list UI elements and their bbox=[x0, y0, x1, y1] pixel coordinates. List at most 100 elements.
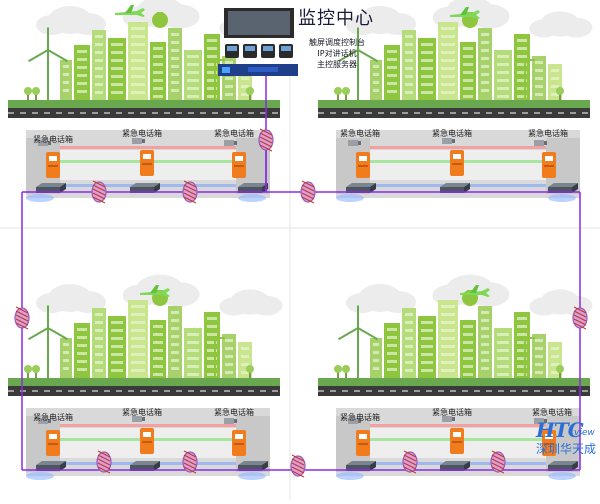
cloud bbox=[529, 19, 559, 38]
emergency-phone-box bbox=[232, 152, 246, 178]
wind-turbine-icon bbox=[28, 27, 68, 100]
fiber-converter-icon bbox=[258, 128, 274, 152]
emergency-box-label: 紧急电话箱 bbox=[340, 413, 380, 422]
camera-icon bbox=[38, 418, 51, 424]
emergency-box-label: 紧急电话箱 bbox=[432, 129, 472, 138]
network-ring bbox=[14, 76, 588, 478]
cloud bbox=[36, 15, 68, 35]
emergency-phone-box bbox=[542, 430, 556, 456]
cloud bbox=[470, 282, 510, 307]
tree-icon bbox=[24, 87, 32, 100]
emergency-box-label: 紧急电话箱 bbox=[122, 408, 162, 417]
camera-icon bbox=[348, 418, 361, 424]
fiber-converter-icon bbox=[96, 450, 112, 474]
fiber-converter-icon bbox=[402, 450, 418, 474]
cable-line-red bbox=[350, 424, 570, 427]
brand-name: 深圳华天成 bbox=[536, 442, 597, 456]
network-switch-icon bbox=[36, 183, 66, 193]
street-lamp-icon bbox=[214, 337, 225, 378]
tree-icon bbox=[246, 365, 254, 378]
emergency-box-label: 紧急电话箱 bbox=[528, 129, 568, 138]
camera-icon bbox=[442, 138, 455, 144]
network-switch-icon bbox=[130, 183, 160, 193]
city-skyline bbox=[370, 12, 562, 100]
emergency-phone-box bbox=[46, 152, 60, 178]
emergency-phone-box bbox=[232, 430, 246, 456]
cloud bbox=[380, 291, 416, 313]
emergency-box-label: 紧急电话箱 bbox=[532, 408, 572, 417]
cable-line-red bbox=[40, 146, 260, 149]
emergency-phone-box bbox=[140, 150, 154, 176]
airplane-icon bbox=[115, 5, 145, 17]
cloud bbox=[250, 295, 283, 316]
wind-turbine-icon bbox=[28, 305, 68, 378]
tree-icon bbox=[342, 365, 350, 378]
street-lamp-icon bbox=[214, 59, 225, 100]
cloud bbox=[70, 291, 106, 313]
tree-icon bbox=[24, 365, 32, 378]
site-panel bbox=[318, 0, 593, 202]
wind-turbine-icon bbox=[338, 305, 378, 378]
cloud bbox=[346, 293, 378, 313]
fiber-converter-icon bbox=[300, 180, 316, 204]
ip-intercom-label: IP对讲话机 bbox=[317, 49, 357, 58]
camera-icon bbox=[534, 140, 547, 146]
cloud bbox=[36, 293, 68, 313]
brand-mark: HTC bbox=[536, 418, 584, 442]
city-skyline bbox=[60, 290, 252, 378]
emergency-box-label: 紧急电话箱 bbox=[122, 129, 162, 138]
brand-suffix: view bbox=[574, 428, 595, 438]
network-switch-icon bbox=[346, 461, 376, 471]
emergency-phone-box bbox=[46, 430, 60, 456]
emergency-box-label: 紧急电话箱 bbox=[214, 129, 254, 138]
emergency-phone-box bbox=[356, 152, 370, 178]
portal-light bbox=[548, 194, 576, 202]
tree-icon bbox=[32, 365, 40, 378]
emergency-phone-box bbox=[140, 428, 154, 454]
portal-light bbox=[26, 194, 54, 202]
emergency-box-label: 紧急电话箱 bbox=[33, 413, 73, 422]
portal-light bbox=[336, 194, 364, 202]
cable-line-red bbox=[350, 146, 570, 149]
ip-phone-icon bbox=[243, 44, 257, 58]
grass-strip bbox=[318, 100, 590, 108]
city-skyline bbox=[60, 12, 252, 100]
camera-icon bbox=[534, 418, 547, 424]
fiber-converter-icon bbox=[572, 306, 588, 330]
cloud bbox=[160, 4, 200, 29]
emergency-phone-box bbox=[450, 428, 464, 454]
camera-icon bbox=[132, 416, 145, 422]
tree-icon bbox=[246, 87, 254, 100]
ip-phone-icon bbox=[261, 44, 275, 58]
site-panel bbox=[8, 274, 283, 480]
grass-strip bbox=[8, 378, 280, 386]
tree-icon bbox=[556, 87, 564, 100]
tree-icon bbox=[32, 87, 40, 100]
camera-icon bbox=[442, 416, 455, 422]
tree-icon bbox=[556, 365, 564, 378]
network-switch-icon bbox=[36, 461, 66, 471]
fiber-converter-icon bbox=[91, 180, 107, 204]
wind-turbine-icon bbox=[338, 27, 378, 100]
portal-light bbox=[238, 194, 266, 202]
fiber-converter-icon bbox=[14, 306, 30, 330]
network-switch-icon bbox=[238, 461, 268, 471]
emergency-phone-box bbox=[356, 430, 370, 456]
portal-light bbox=[548, 472, 576, 480]
airplane-icon bbox=[140, 285, 170, 297]
ip-phone-icon bbox=[225, 44, 239, 58]
emergency-phone-box bbox=[542, 152, 556, 178]
network-switch-icon bbox=[440, 183, 470, 193]
network-switch-icon bbox=[346, 183, 376, 193]
camera-icon bbox=[348, 140, 361, 146]
network-switch-icon bbox=[130, 461, 160, 471]
fiber-converter-icon bbox=[490, 450, 506, 474]
network-switch-icon bbox=[548, 461, 578, 471]
fiber-converter-icon bbox=[290, 454, 306, 478]
airplane-icon bbox=[450, 7, 480, 19]
server-label: 主控服务器 bbox=[317, 60, 357, 69]
cloud bbox=[346, 15, 378, 35]
cloud bbox=[560, 17, 593, 38]
control-center-title: 监控中心 bbox=[298, 8, 374, 29]
